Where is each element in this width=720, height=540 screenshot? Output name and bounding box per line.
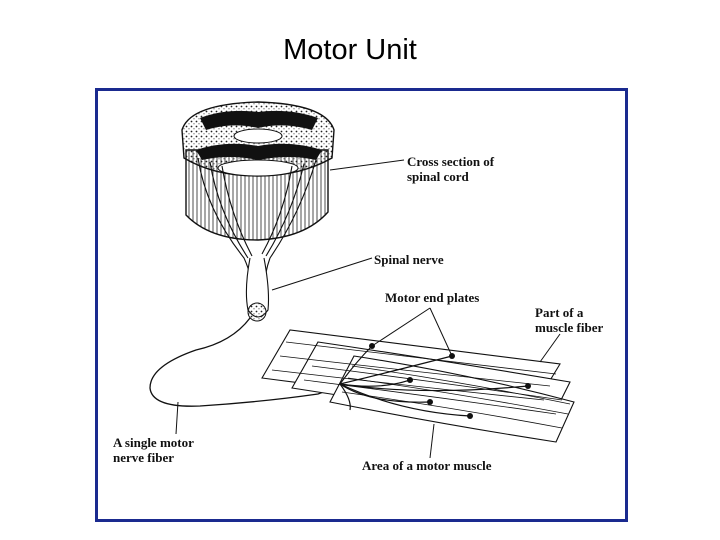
label-spinal-nerve: Spinal nerve [374,252,444,267]
label-muscle-fiber-line2: muscle fiber [535,320,603,335]
leader-lines [175,159,561,459]
spinal-cord-cross-section [181,101,335,241]
diagram-frame [95,88,628,522]
slide-title: Motor Unit [283,34,417,66]
label-cross-section-line1: Cross section of [407,154,495,169]
label-motor-muscle: Area of a motor muscle [362,458,492,473]
nerve-branches [339,345,529,417]
spinal-nerve [197,157,317,322]
label-nerve-fiber-line2: nerve fiber [113,450,174,465]
label-nerve-fiber-line1: A single motor [113,435,194,450]
label-cross-section-line2: spinal cord [407,169,470,184]
label-motor-end-plates: Motor end plates [385,290,479,305]
label-muscle-fiber-line1: Part of a [535,305,584,320]
motor-nerve-fiber [149,317,341,407]
